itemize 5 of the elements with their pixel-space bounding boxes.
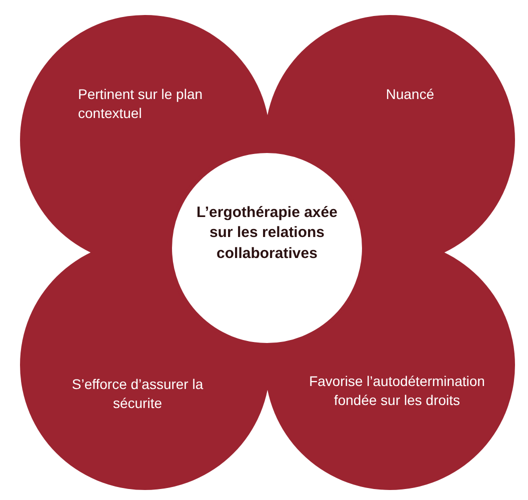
center-title: L’ergothérapie axée sur les relations collaboratives bbox=[196, 203, 338, 264]
petal-label: S’efforce d’assurer la sécurite bbox=[70, 375, 204, 413]
petal-label: Nuancé bbox=[384, 85, 436, 104]
petal-label: Favorise l’autodétermination fondée sur les droits bbox=[308, 372, 486, 410]
petal-label: Pertinent sur le plan contextuel bbox=[78, 85, 203, 123]
